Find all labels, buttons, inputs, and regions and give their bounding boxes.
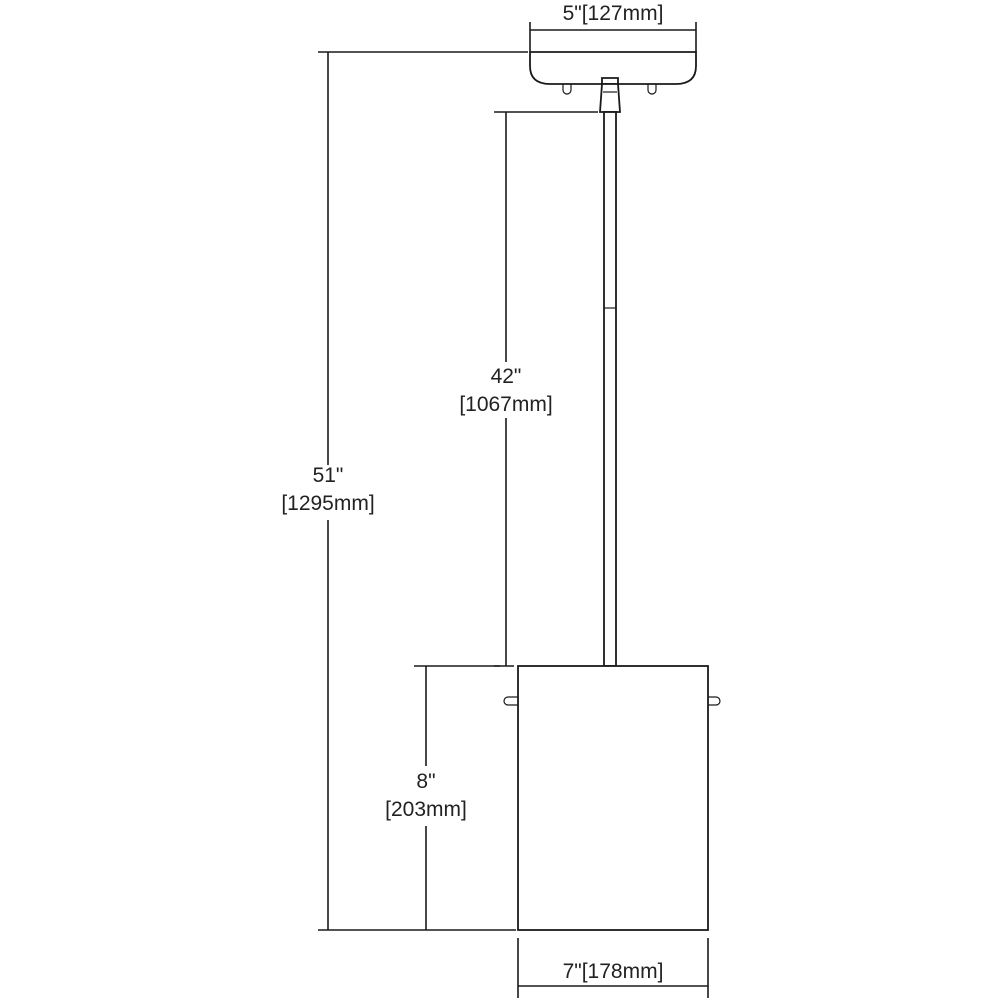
canopy-width-dimension <box>529 22 697 52</box>
shade-width-dimension <box>517 938 709 998</box>
stem-coupler <box>599 83 621 113</box>
shade <box>503 665 721 931</box>
stem <box>603 111 617 667</box>
canopy <box>529 51 697 95</box>
stem-length-dimension <box>494 111 598 667</box>
shade-height-mm: [203mm] <box>385 798 467 821</box>
stem-length-mm: [1067mm] <box>459 393 552 416</box>
shade-height-inches: 8" <box>416 770 435 793</box>
shade-height-dimension <box>414 665 500 930</box>
canopy-width-label: 5"[127mm] <box>563 2 664 25</box>
overall-height-inches: 51" <box>313 464 344 487</box>
shade-width-label: 7"[178mm] <box>563 960 664 983</box>
overall-height-mm: [1295mm] <box>281 492 374 515</box>
overall-height-dimension <box>318 51 528 931</box>
stem-length-inches: 42" <box>491 365 522 388</box>
